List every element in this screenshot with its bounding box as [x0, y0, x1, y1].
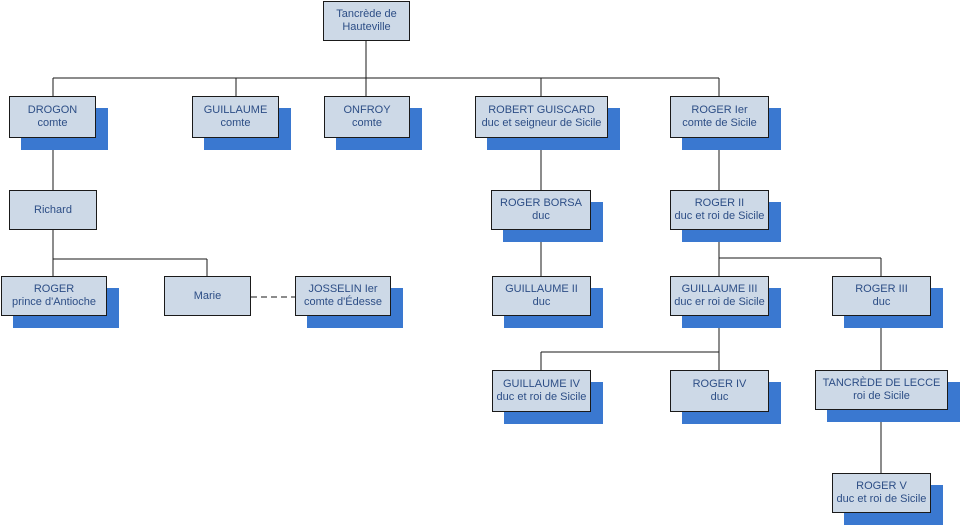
node-richard: Richard [9, 190, 97, 230]
node-marie: Marie [164, 276, 251, 316]
